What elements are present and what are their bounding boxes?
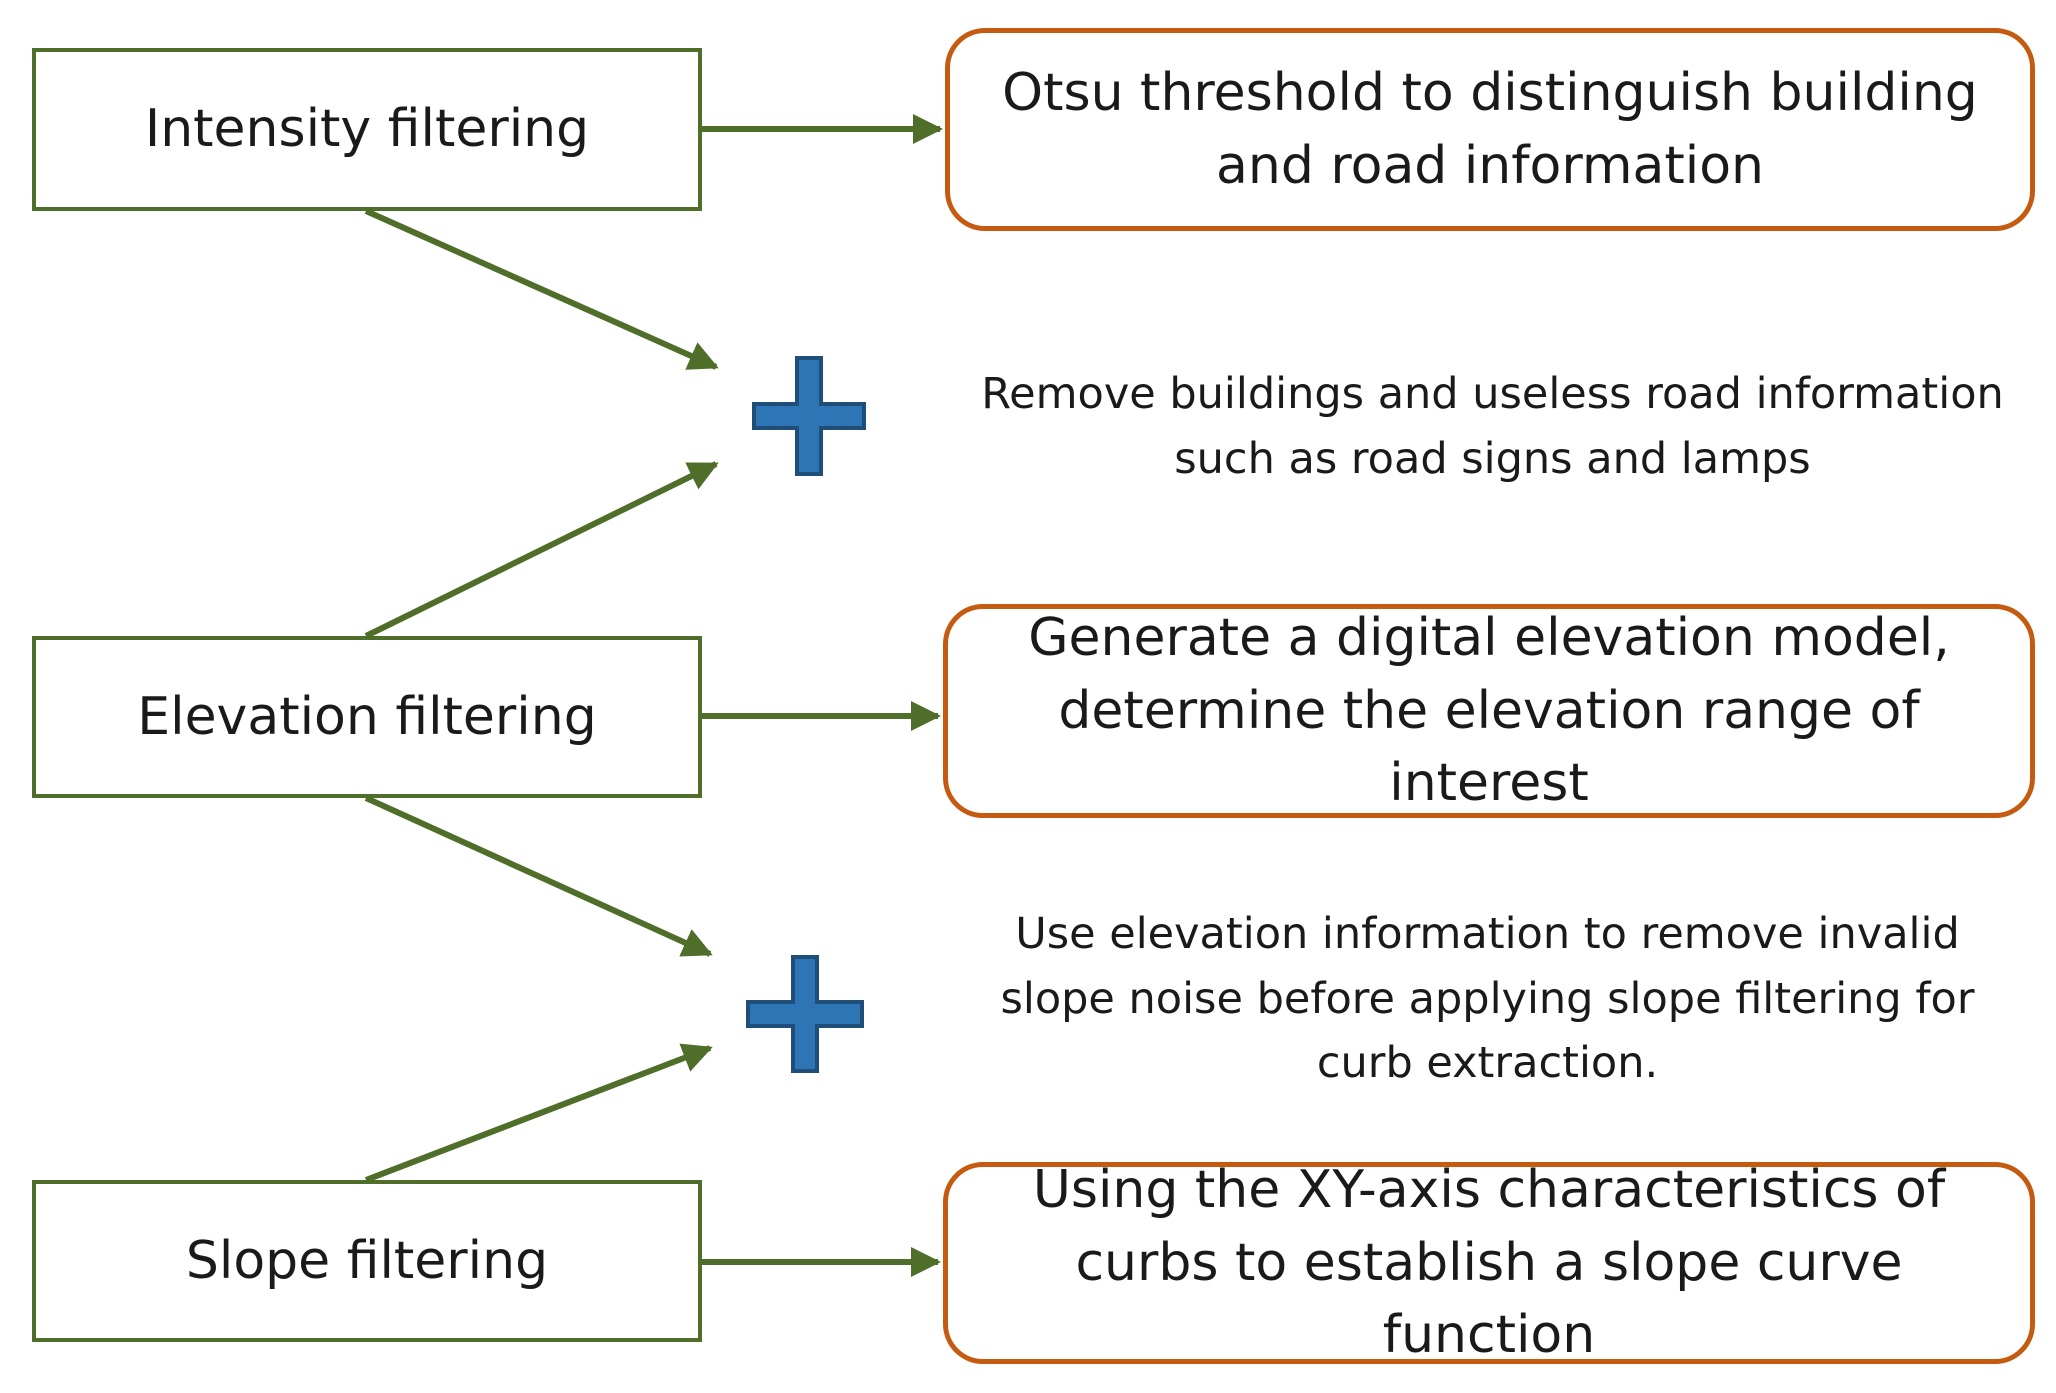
plus-icon bbox=[752, 356, 866, 476]
arrow-slope-to-plus2 bbox=[364, 1043, 713, 1183]
note-remove-slope-noise-text: Use elevation information to remove inva… bbox=[1000, 909, 1975, 1088]
result-otsu-text: Otsu threshold to distinguish building a… bbox=[1002, 62, 1978, 196]
arrow-intensity-to-plus1 bbox=[364, 208, 719, 370]
note-remove-buildings-text: Remove buildings and useless road inform… bbox=[981, 369, 2004, 484]
result-slope-curve-text: Using the XY-axis characteristics of cur… bbox=[1032, 1159, 1946, 1366]
step-slope-filtering: Slope filtering bbox=[32, 1180, 702, 1342]
note-remove-buildings: Remove buildings and useless road inform… bbox=[950, 362, 2035, 491]
result-slope-curve-function: Using the XY-axis characteristics of cur… bbox=[943, 1160, 2035, 1365]
step-slope-label: Slope filtering bbox=[185, 1230, 549, 1291]
plus-icon bbox=[746, 955, 864, 1073]
step-elevation-label: Elevation filtering bbox=[137, 686, 597, 747]
arrow-elevation-to-plus2 bbox=[364, 795, 713, 957]
note-remove-slope-noise: Use elevation information to remove inva… bbox=[990, 902, 1985, 1096]
step-intensity-label: Intensity filtering bbox=[144, 99, 590, 160]
result-otsu-threshold: Otsu threshold to distinguish building a… bbox=[945, 28, 2035, 231]
result-digital-elevation-model: Generate a digital elevation model, dete… bbox=[943, 604, 2035, 818]
step-intensity-filtering: Intensity filtering bbox=[32, 48, 702, 211]
result-dem-text: Generate a digital elevation model, dete… bbox=[1028, 607, 1950, 814]
step-elevation-filtering: Elevation filtering bbox=[32, 636, 702, 798]
arrow-elevation-to-plus1 bbox=[364, 461, 719, 639]
